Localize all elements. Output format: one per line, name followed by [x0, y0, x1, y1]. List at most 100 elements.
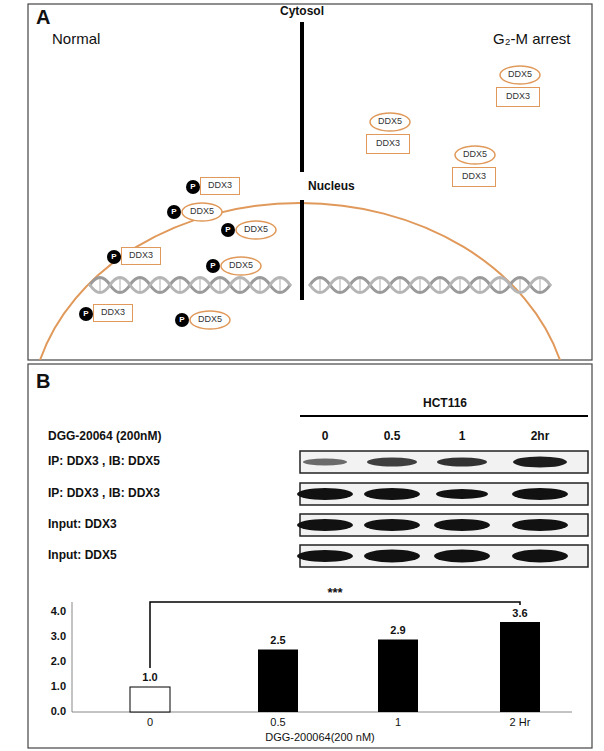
protein-box: DDX3: [452, 167, 496, 187]
bar-chart: [72, 602, 572, 712]
compartment-label: Cytosol: [280, 5, 324, 19]
blot-row-label: IP: DDX3 , IB: DDX5: [48, 455, 160, 469]
phospho-circle: P: [186, 180, 200, 194]
dna-strand: [90, 278, 290, 293]
phospho-circle: P: [167, 205, 181, 219]
circle-fill: [79, 307, 93, 321]
axis-tick: 0: [147, 716, 153, 729]
blot-band: [364, 550, 420, 563]
axis-tick: 1: [395, 716, 401, 729]
blot-band: [513, 457, 567, 468]
condition-label: Normal: [52, 30, 100, 47]
compartment-label: Nucleus: [308, 180, 355, 194]
ellipse-outline: [190, 311, 230, 329]
node-text: DDX3: [101, 308, 125, 318]
blot-band: [437, 458, 487, 467]
ellipse-outline: [236, 221, 276, 239]
blot-band: [367, 458, 417, 467]
dna-strand: [310, 278, 550, 293]
node-text: DDX5: [190, 207, 214, 217]
panel-frame: [28, 4, 592, 360]
node-text: DDX3: [462, 172, 486, 182]
node-text: P: [171, 208, 176, 217]
phospho-circle: P: [107, 250, 121, 264]
bar-value: 2.5: [270, 634, 285, 647]
phospho-circle: P: [206, 259, 220, 273]
axis-tick: 2 Hr: [510, 716, 531, 729]
divider-line: [300, 22, 304, 172]
node-text: P: [111, 253, 116, 262]
bar: [500, 622, 540, 712]
protein-ellipse: DDX5: [499, 65, 541, 85]
node-text: P: [179, 316, 184, 325]
time-label: 0: [322, 430, 329, 444]
node-text: DDX3: [376, 139, 400, 149]
blot-strip: [300, 451, 588, 473]
time-label: 0.5: [384, 430, 401, 444]
blot-row-label: Input: DDX5: [48, 549, 117, 563]
blot-band: [436, 489, 488, 499]
phospho-circle: P: [79, 307, 93, 321]
node-text: DDX5: [198, 315, 222, 325]
ellipse-outline: [455, 146, 495, 164]
western-blot: [297, 451, 588, 567]
blot-band: [364, 519, 420, 531]
blot-row-label: IP: DDX3 , IB: DDX3: [48, 487, 160, 501]
node-text: P: [190, 183, 195, 192]
protein-ellipse: DDX5: [369, 112, 411, 132]
blot-band: [434, 550, 490, 563]
phospho-circle: P: [175, 313, 189, 327]
protein-box: DDX3: [496, 87, 540, 107]
axis-tick: 3.0: [51, 630, 66, 643]
blot-band: [512, 519, 568, 531]
panel-frame: [28, 364, 592, 748]
bar: [130, 687, 170, 712]
blot-row-label: Input: DDX3: [48, 518, 117, 532]
protein-ellipse: DDX5: [189, 310, 231, 330]
ellipse-outline: [182, 203, 222, 221]
blot-band: [297, 488, 353, 500]
blot-band: [512, 550, 568, 563]
circle-fill: [175, 313, 189, 327]
treatment-label: DGG-20064 (200nM): [48, 430, 161, 444]
node-text: DDX3: [129, 251, 153, 261]
ellipse-outline: [221, 257, 261, 275]
node-text: DDX5: [244, 225, 268, 235]
dna-strand: [90, 278, 290, 293]
condition-label: G₂-M arrest: [493, 30, 571, 47]
y-axis: [72, 602, 73, 712]
bar-value: 1.0: [142, 671, 157, 684]
significance-mark: ***: [327, 586, 342, 601]
node-text: DDX5: [229, 261, 253, 271]
node-text: DDX5: [378, 117, 402, 127]
blot-band: [297, 519, 353, 531]
cell-line-label: HCT116: [423, 397, 467, 411]
ellipse-outline: [500, 66, 540, 84]
panel-label: B: [36, 370, 50, 393]
blot-band: [297, 550, 353, 562]
circle-fill: [167, 205, 181, 219]
ellipse-outline: [370, 113, 410, 131]
axis-tick: 0.0: [51, 705, 66, 718]
circle-fill: [107, 250, 121, 264]
protein-box: DDX3: [121, 247, 161, 265]
divider-line: [300, 200, 304, 300]
dna-strand: [310, 278, 550, 293]
axis-tick: 1.0: [51, 680, 66, 693]
node-text: DDX5: [508, 70, 532, 80]
bar-value: 3.6: [512, 607, 527, 620]
time-label: 1: [459, 430, 466, 444]
protein-box: DDX3: [366, 134, 410, 154]
circle-fill: [206, 259, 220, 273]
protein-ellipse: DDX5: [181, 202, 223, 222]
axis-title: DGG-200064(200 nM): [265, 731, 374, 744]
axis-tick: 0.5: [270, 716, 285, 729]
node-text: DDX3: [506, 92, 530, 102]
bar: [258, 650, 298, 713]
significance-bracket: [150, 602, 520, 668]
protein-box: DDX3: [200, 177, 240, 195]
protein-ellipse: DDX5: [454, 145, 496, 165]
time-label: 2hr: [531, 430, 550, 444]
